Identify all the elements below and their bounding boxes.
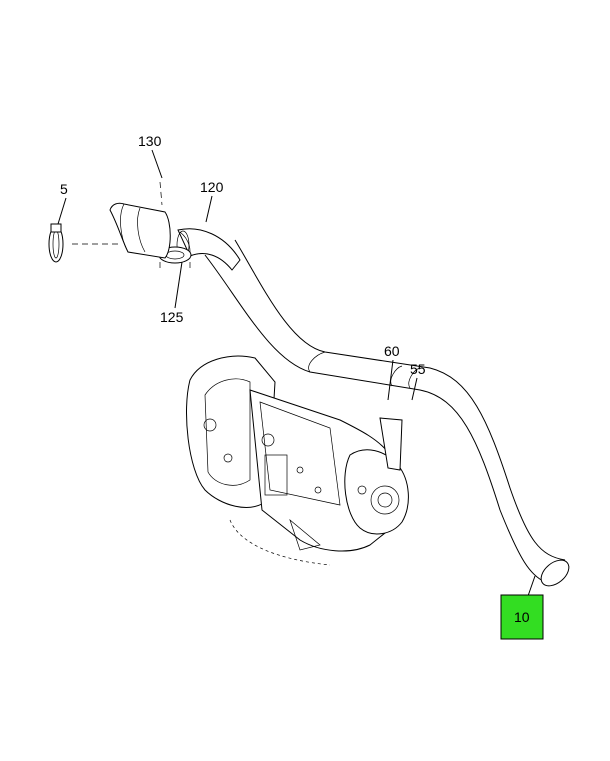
leader-lines: [57, 149, 536, 597]
highlighted-part-10[interactable]: 10: [500, 594, 544, 640]
clamp-5: [48, 223, 64, 263]
exhaust-pipe: [204, 239, 570, 587]
exhaust-tip-130: [109, 202, 171, 259]
callout-5: 5: [60, 181, 68, 197]
transmission-assembly: [186, 355, 409, 566]
pipe-outlet: [540, 559, 570, 587]
callout-130: 130: [138, 133, 162, 149]
callout-120: 120: [200, 179, 224, 195]
callout-10: 10: [514, 609, 530, 625]
highlight-box[interactable]: [500, 594, 544, 640]
callout-60: 60: [384, 343, 400, 359]
callout-55: 55: [410, 361, 426, 377]
callout-125: 125: [160, 309, 184, 325]
elbow-120: [176, 228, 241, 271]
